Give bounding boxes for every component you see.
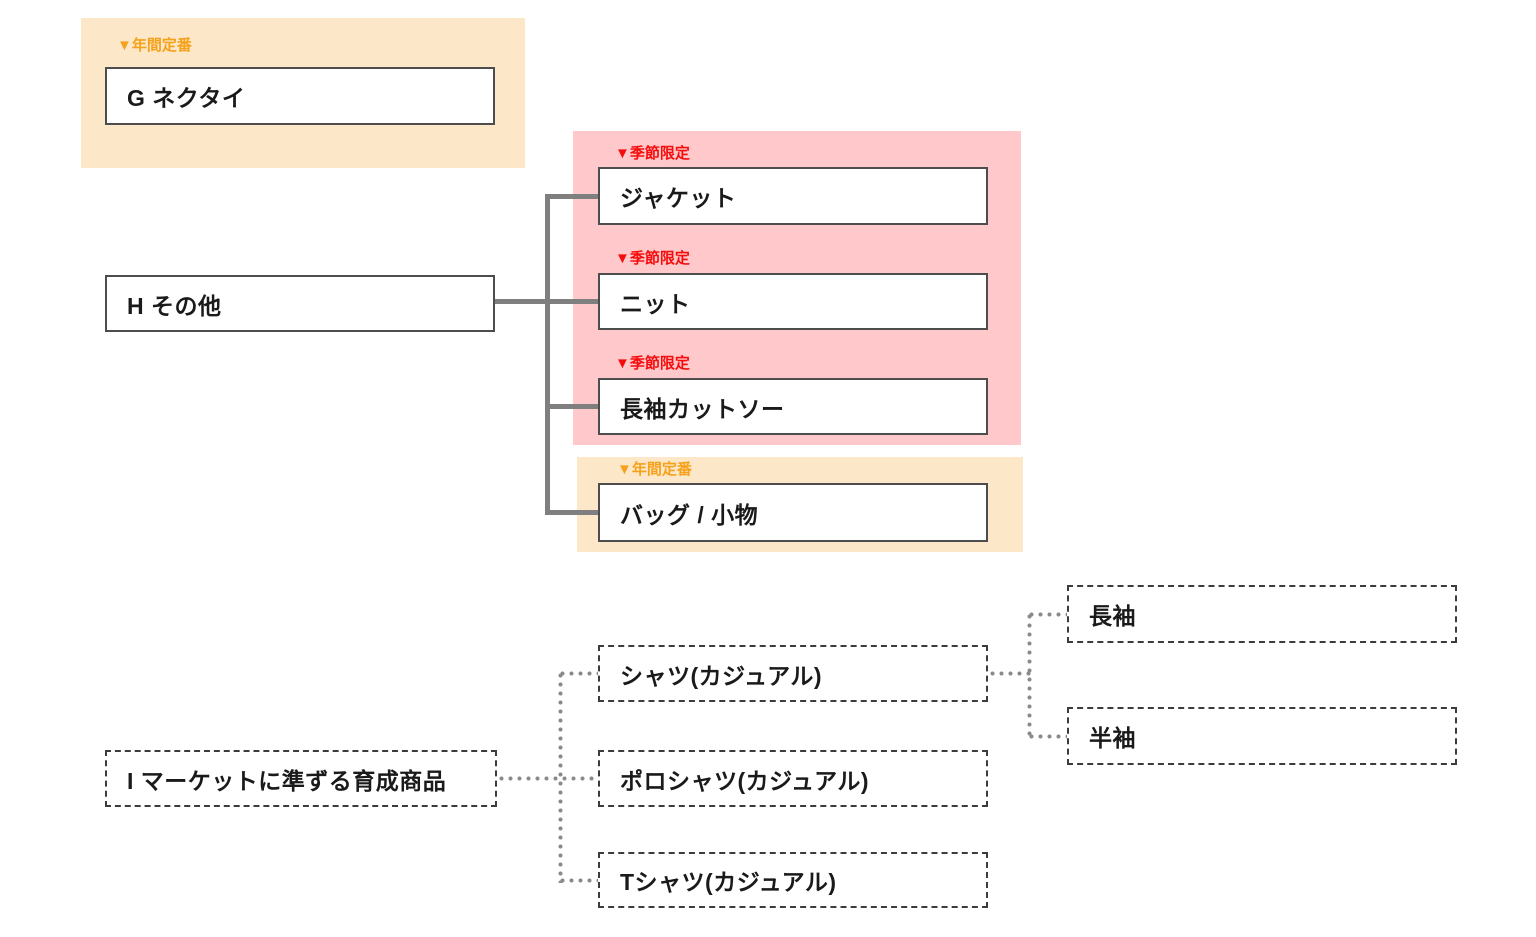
node-tshirt-casual: Tシャツ(カジュアル)	[598, 852, 988, 908]
connector-h-trunk	[545, 194, 550, 515]
annual-staple-badge-g: ▼年間定番	[117, 37, 192, 54]
node-bag-accessories: バッグ / 小物	[598, 483, 988, 542]
node-short-sleeve: 半袖	[1067, 707, 1457, 765]
connector-branch-cutsew	[545, 404, 598, 409]
annual-staple-badge-bag: ▼年間定番	[617, 461, 692, 478]
dotted-connector-i-trunk	[558, 671, 563, 883]
seasonal-badge-cutsew: ▼季節限定	[615, 355, 690, 372]
node-i-market-growth: I マーケットに準ずる育成商品	[105, 750, 497, 807]
node-g-necktie: G ネクタイ	[105, 67, 495, 125]
connector-branch-bag	[545, 510, 598, 515]
node-h-other: H その他	[105, 275, 495, 332]
node-shirt-casual: シャツ(カジュアル)	[598, 645, 988, 702]
dotted-branch-shirt	[558, 671, 598, 676]
dotted-connector-shirt-out	[988, 671, 1032, 676]
dotted-branch-long-sleeve	[1027, 612, 1067, 617]
dotted-connector-i-to-polo	[497, 776, 598, 781]
node-knit: ニット	[598, 273, 988, 330]
dotted-branch-short-sleeve	[1027, 734, 1067, 739]
seasonal-badge-jacket: ▼季節限定	[615, 145, 690, 162]
dotted-branch-tshirt	[558, 878, 598, 883]
connector-branch-jacket	[545, 194, 598, 199]
seasonal-badge-knit: ▼季節限定	[615, 250, 690, 267]
dotted-connector-sleeve-trunk	[1027, 612, 1032, 739]
node-long-sleeve-cutsew: 長袖カットソー	[598, 378, 988, 435]
node-polo-casual: ポロシャツ(カジュアル)	[598, 750, 988, 807]
node-long-sleeve: 長袖	[1067, 585, 1457, 643]
node-jacket: ジャケット	[598, 167, 988, 225]
